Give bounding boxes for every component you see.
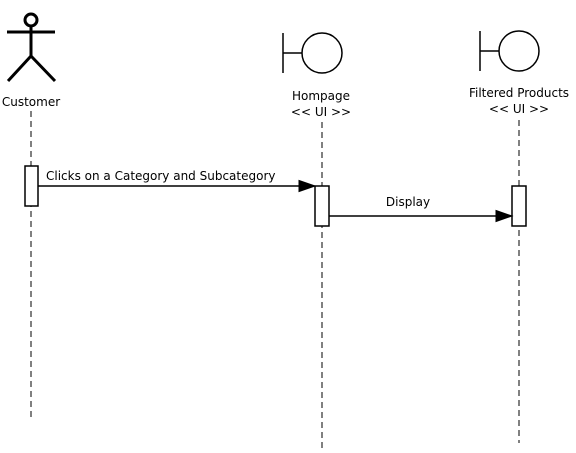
filtered-products-stereotype: << UI >> — [489, 102, 549, 116]
activation-customer — [24, 165, 39, 207]
arrowhead-clicks — [298, 179, 317, 193]
arrowhead-display — [495, 209, 514, 223]
activation-filtered-products — [511, 185, 527, 227]
actor-head — [23, 12, 39, 28]
customer-label: Customer — [2, 95, 60, 109]
message-label-clicks: Clicks on a Category and Subcategory — [46, 169, 275, 183]
actor-customer — [6, 12, 57, 83]
boundary-icon-homepage — [282, 32, 343, 74]
actor-left-leg — [6, 54, 33, 83]
homepage-label: Hompage — [292, 89, 350, 103]
boundary-icon-filtered-products — [479, 30, 540, 72]
message-label-display: Display — [386, 195, 430, 209]
activation-homepage — [314, 185, 330, 227]
actor-right-leg — [29, 54, 57, 83]
homepage-stereotype: << UI >> — [291, 105, 351, 119]
filtered-products-label: Filtered Products — [469, 86, 569, 100]
